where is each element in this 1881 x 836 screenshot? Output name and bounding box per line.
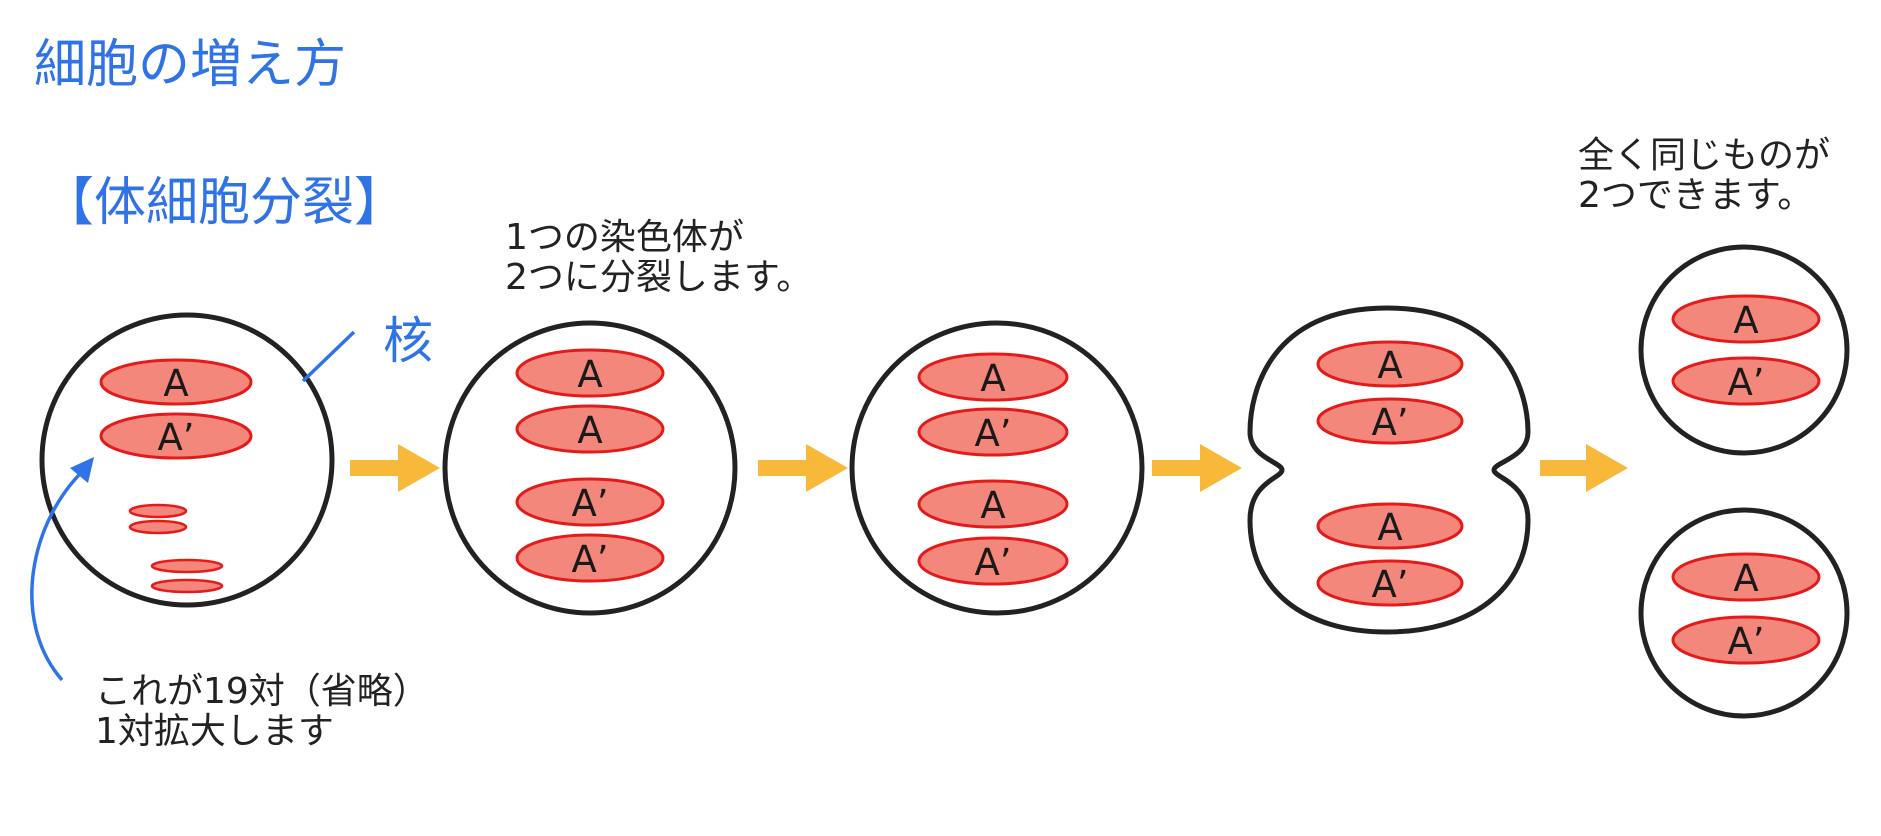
nucleus-pointer-line [301,330,356,383]
chromosome: A [1671,552,1821,602]
chromosome-label: A [980,484,1005,527]
nucleus-stage-2 [442,320,738,616]
chromosome: A’ [1316,559,1464,607]
chromosome-label: A’ [157,416,194,459]
chromosome: A [917,352,1069,402]
note-line: 1つの染色体が [505,217,744,258]
nucleus-stage-5-top [1638,244,1850,456]
arrow-2 [758,444,848,492]
note-line: 1対拡大します [95,711,334,752]
chromosome: A’ [1671,356,1821,406]
note-line: 全く同じものが [1578,135,1831,176]
chromosome-label: A’ [1371,563,1408,606]
chromosome: A [1316,502,1464,550]
note-line: 2つできます。 [1578,175,1814,216]
chromosome: A’ [1316,397,1464,445]
nucleus-stage-3 [849,320,1145,616]
nucleus-label: 核 [383,312,433,370]
nucleus-stage-4-dividing [1247,305,1531,635]
nucleus-stage-1 [39,312,335,608]
chromosome: A [1671,294,1821,344]
chromosome: A’ [515,533,665,583]
arrow-3 [1152,444,1242,492]
chromosome-label: A’ [571,538,608,581]
chromosome: A [99,358,253,406]
chromosome-label: A’ [1727,361,1764,404]
arrow-1 [350,444,440,492]
nucleus-stage-5-bottom [1638,507,1850,719]
chromosome-label: A [1377,344,1402,387]
chromosome-label: A’ [1727,620,1764,663]
chromosome-label: A’ [974,412,1011,455]
chromosome: A’ [917,536,1069,586]
note-pairs-omitted: これが19対（省略） 1対拡大します [95,672,429,752]
chromosome-label: A [163,362,188,405]
note-identical-result: 全く同じものが 2つできます。 [1578,136,1830,216]
note-line: これが19対（省略） [95,671,429,712]
chromosome-label: A’ [1371,401,1408,444]
omitted-chromosomes [128,503,224,594]
chromosome: A [515,348,665,398]
chromosome: A’ [1671,615,1821,665]
chromosome: A’ [515,477,665,527]
chromosome-label: A’ [571,482,608,525]
note-line: 2つに分裂します。 [505,257,813,298]
chromosome: A’ [917,407,1069,457]
chromosome: A [515,404,665,454]
note-chromosome-split: 1つの染色体が 2つに分裂します。 [505,218,812,298]
page-title: 細胞の増え方 [34,35,347,95]
chromosome-label: A [577,409,602,452]
chromosome-label: A’ [974,541,1011,584]
chromosome-label: A [1733,557,1758,600]
arrow-4 [1540,444,1628,492]
chromosome-label: A [1733,299,1758,342]
section-title: 【体細胞分裂】 [42,173,407,233]
chromosome: A’ [99,412,253,460]
chromosome: A [1316,340,1464,388]
chromosome-label: A [577,353,602,396]
enlarge-pointer-arrow [30,466,88,682]
chromosome: A [917,479,1069,529]
enlarge-pointer-arrowhead [70,457,94,483]
chromosome-label: A [980,357,1005,400]
chromosome-label: A [1377,506,1402,549]
